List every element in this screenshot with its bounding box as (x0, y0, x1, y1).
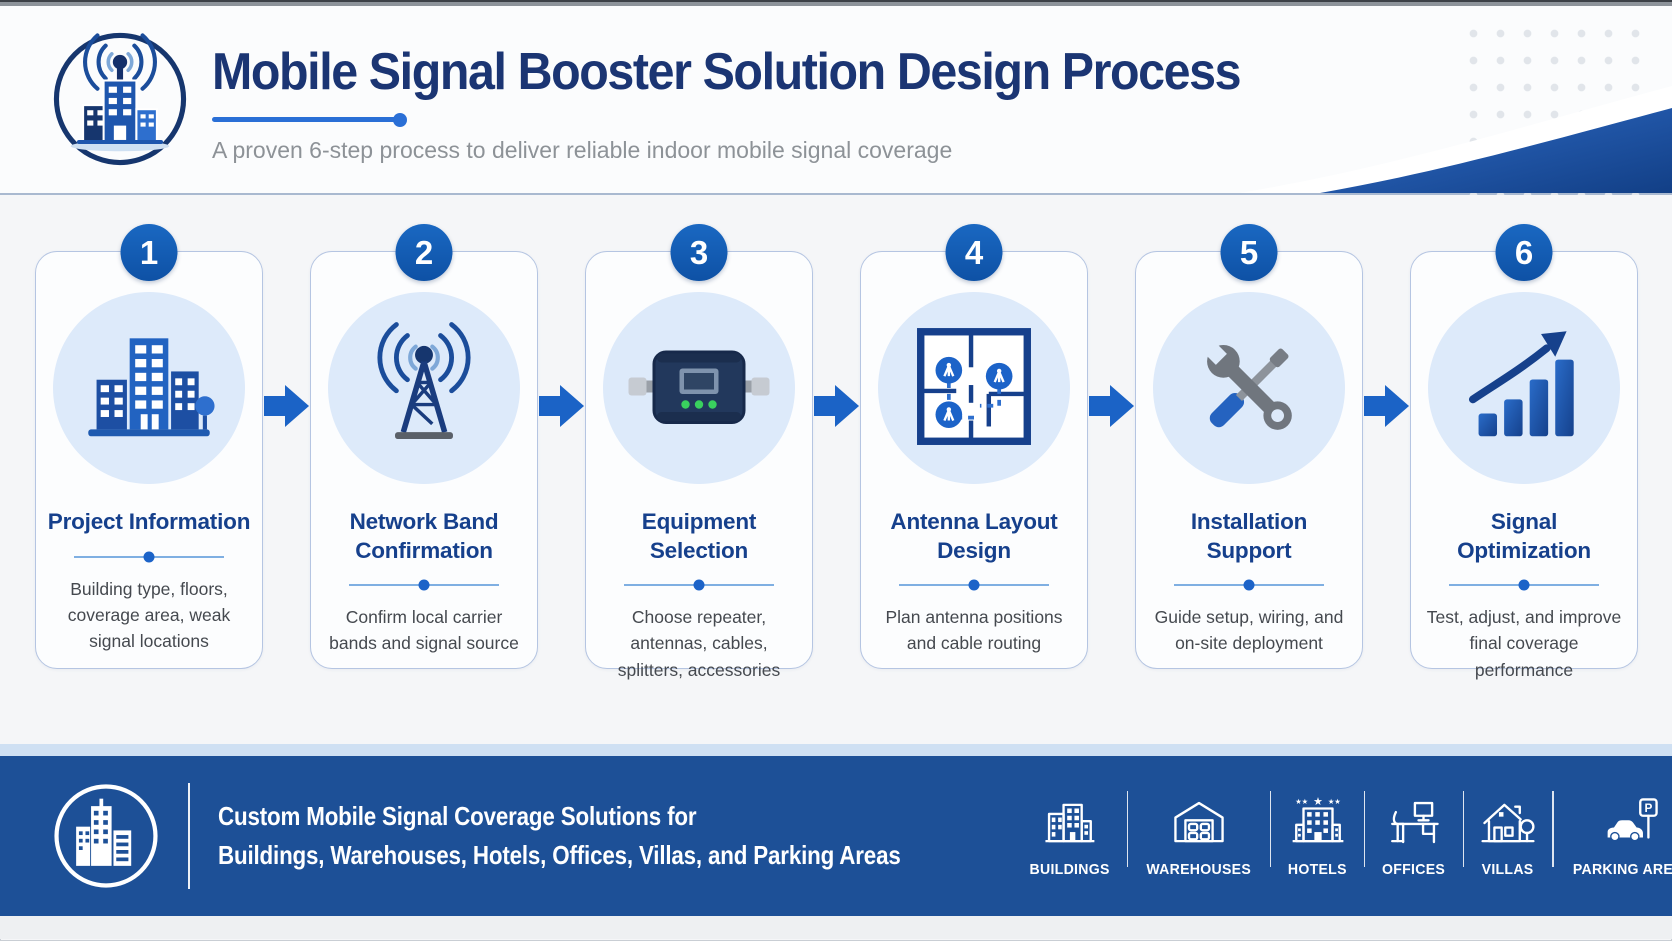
category-label: OFFICES (1382, 861, 1446, 878)
step-number-badge: 3 (670, 224, 728, 281)
floor-plan-icon (878, 292, 1070, 484)
hotel-icon: ★★ ★ ★★ (1292, 795, 1343, 843)
buildings-icon (1045, 803, 1095, 843)
step-title: Signal Optimization (1457, 509, 1591, 563)
title-underline (212, 112, 407, 127)
blue-swoosh-decoration (1240, 86, 1672, 193)
step-title: Antenna Layout Design (890, 509, 1058, 563)
arrow-right-icon (538, 385, 585, 427)
signal-repeater-icon (603, 292, 795, 484)
category-label: PARKING AREAS (1572, 861, 1672, 878)
step-title: Equipment Selection (641, 509, 757, 563)
category-divider (1269, 791, 1272, 867)
category-villas: VILLAS (1464, 794, 1552, 878)
category-parking-areas: P PARKING AREAS (1554, 794, 1672, 878)
step-description: Choose repeater, antennas, cables, split… (617, 607, 781, 680)
footer-tagline-line2: Buildings, Warehouses, Hotels, Offices, … (218, 840, 901, 870)
step-card-5: 5 Installation (1135, 224, 1363, 669)
city-buildings-icon (53, 292, 245, 484)
villa-icon (1481, 803, 1535, 843)
step-number: 2 (414, 233, 434, 271)
category-hotels: ★★ ★ ★★ (1271, 794, 1364, 878)
svg-text:★★: ★★ (1295, 797, 1308, 806)
step-description: Guide setup, wiring, and on-site deploym… (1154, 607, 1344, 654)
header: Mobile Signal Booster Solution Design Pr… (0, 6, 1672, 198)
category-buildings: BUILDINGS (1012, 794, 1127, 878)
category-label: BUILDINGS (1029, 861, 1110, 878)
step-title: Installation Support (1190, 509, 1308, 563)
arrow-right-icon (1088, 385, 1135, 427)
footer-tagline: Custom Mobile Signal Coverage Solutions … (218, 797, 1012, 875)
svg-text:★: ★ (1313, 795, 1323, 808)
svg-text:P: P (1644, 802, 1652, 815)
process-steps: 1 (0, 195, 1672, 744)
arrow-right-icon (263, 385, 310, 427)
category-divider (1126, 791, 1129, 867)
step-number-badge: 1 (120, 224, 178, 281)
arrow-right-icon (1363, 385, 1410, 427)
step-description: Test, adjust, and improve final coverage… (1426, 607, 1622, 680)
step-description: Confirm local carrier bands and signal s… (329, 607, 519, 654)
step-number: 4 (964, 233, 984, 271)
step-number: 1 (139, 233, 159, 271)
warehouse-icon (1174, 801, 1224, 843)
category-label: WAREHOUSES (1146, 861, 1252, 878)
parking-icon: P (1607, 798, 1658, 842)
step-card-1: 1 (35, 224, 263, 669)
step-divider (74, 551, 224, 563)
window-top-edge (0, 0, 1672, 6)
step-card-6: 6 Signal Optimization (1410, 224, 1638, 680)
footer-tagline-line1: Custom Mobile Signal Coverage Solutions … (218, 801, 697, 831)
page-subtitle: A proven 6-step process to deliver relia… (212, 137, 953, 163)
office-desk-icon (1391, 801, 1439, 844)
footer-top-strip (0, 744, 1672, 756)
step-divider (899, 579, 1049, 591)
page-title: Mobile Signal Booster Solution Design Pr… (212, 43, 1242, 101)
tools-icon (1153, 292, 1345, 484)
step-number: 6 (1514, 233, 1534, 271)
step-description: Plan antenna positions and cable routing (885, 607, 1063, 654)
svg-text:★★: ★★ (1327, 797, 1340, 806)
step-card-2: 2 (310, 224, 538, 669)
step-number: 3 (689, 233, 709, 271)
footer: Custom Mobile Signal Coverage Solutions … (0, 756, 1672, 916)
step-title: Project Information (47, 509, 251, 534)
category-label: HOTELS (1288, 861, 1348, 878)
footer-buildings-logo (54, 784, 158, 888)
building-signal-logo (53, 32, 187, 166)
step-number: 5 (1239, 233, 1259, 271)
step-description: Building type, floors, coverage area, we… (67, 578, 231, 652)
title-block: Mobile Signal Booster Solution Design Pr… (212, 42, 1318, 164)
growth-chart-icon (1428, 292, 1620, 484)
step-number-badge: 5 (1220, 224, 1278, 281)
step-number-badge: 4 (945, 224, 1003, 281)
category-divider (1552, 791, 1554, 867)
radio-tower-icon (328, 292, 520, 484)
step-divider (624, 579, 774, 591)
step-card-3: 3 Equipment Selection (585, 224, 813, 680)
category-warehouses: WAREHOUSES (1128, 794, 1269, 878)
bottom-edge-strip (0, 916, 1672, 939)
category-divider (1363, 791, 1366, 867)
category-offices: OFFICES (1365, 794, 1462, 878)
step-title: Network Band Confirmation (349, 509, 499, 563)
step-divider (1174, 579, 1324, 591)
step-number-badge: 2 (395, 224, 453, 281)
category-divider (1462, 791, 1465, 867)
step-number-badge: 6 (1495, 224, 1553, 281)
arrow-right-icon (813, 385, 860, 427)
category-label: VILLAS (1482, 861, 1534, 878)
step-divider (349, 579, 499, 591)
coverage-categories: BUILDINGS WAREHOUSES (1012, 791, 1672, 878)
step-divider (1449, 579, 1599, 591)
step-card-4: 4 (860, 224, 1088, 669)
footer-divider (188, 783, 190, 889)
